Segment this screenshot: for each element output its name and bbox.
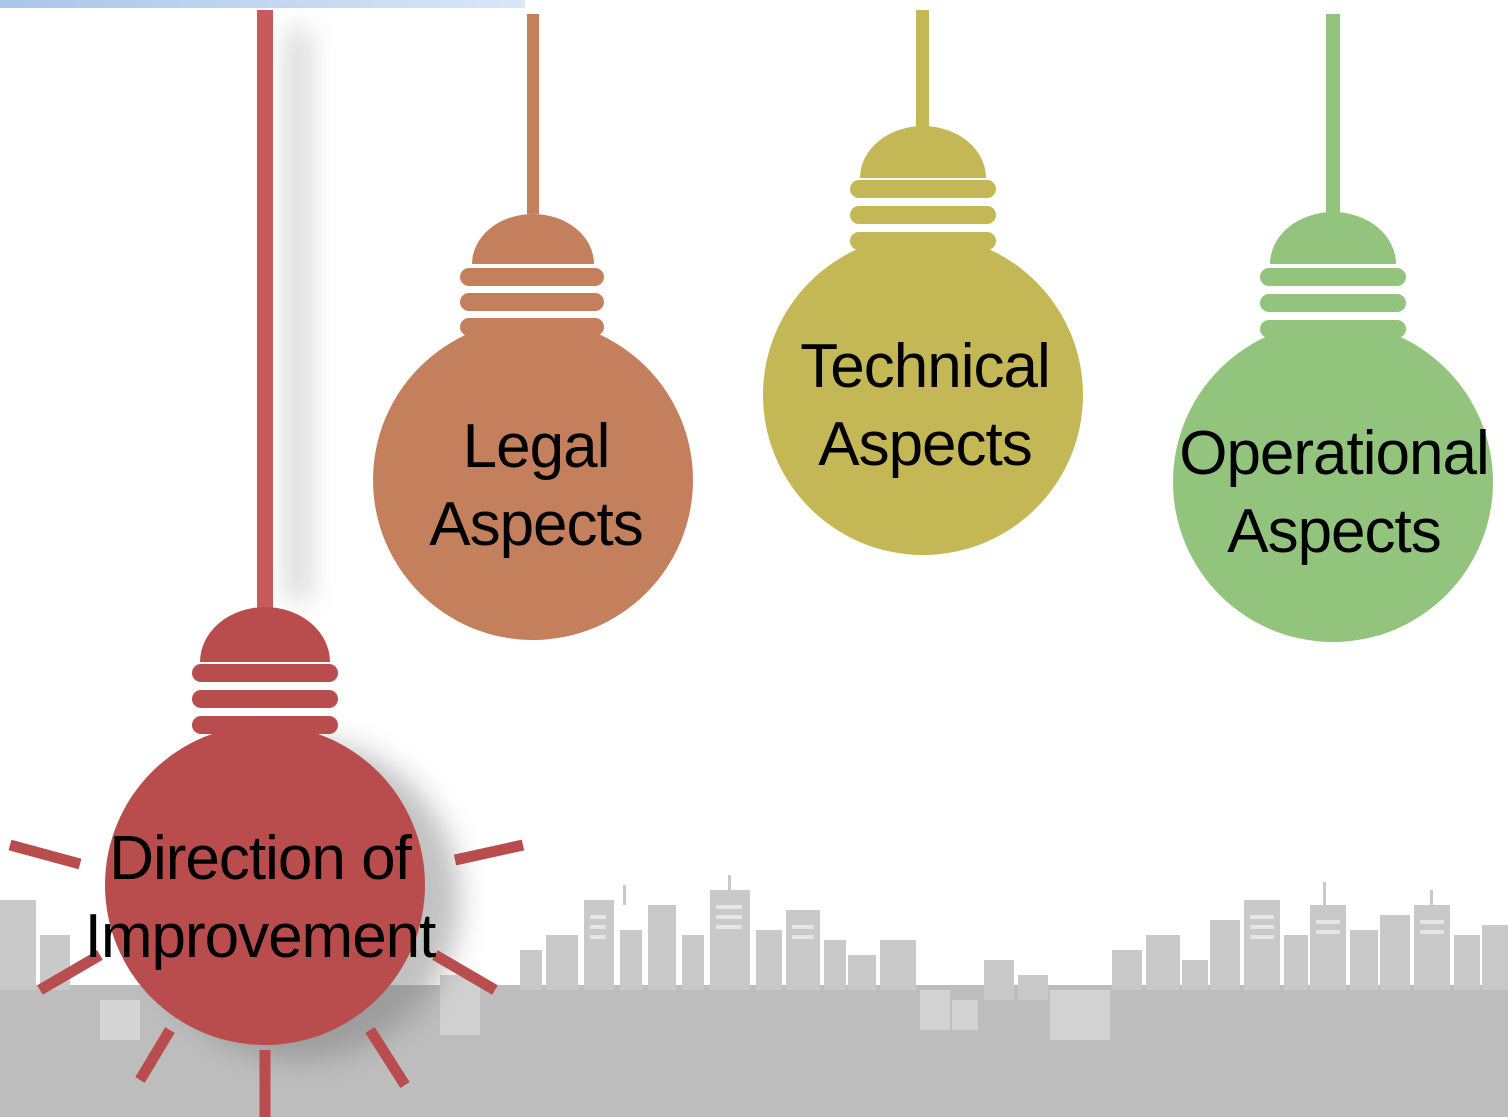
- bulb-operational: [1173, 14, 1493, 642]
- bulb-direction-ring-1: [192, 664, 338, 682]
- label-technical-aspects: Technical Aspects: [760, 328, 1090, 484]
- label-operational-line-1: Operational: [1179, 419, 1490, 488]
- bulb-legal-globe: [373, 320, 693, 640]
- label-direction-line-2: Improvement: [84, 902, 437, 971]
- bulb-operational-ring-2: [1260, 294, 1406, 312]
- bulb-legal: [373, 14, 693, 640]
- bulb-direction-globe: [105, 725, 425, 1045]
- label-direction-of-improvement: Direction of Improvement: [40, 820, 480, 976]
- bulb-technical-cord: [916, 10, 929, 130]
- bulb-direction-cap: [200, 607, 330, 662]
- label-legal-aspects: Legal Aspects: [386, 408, 686, 564]
- bulb-operational-cap: [1270, 212, 1396, 264]
- bulb-legal-cap: [472, 214, 594, 264]
- bulb-technical: [763, 10, 1083, 555]
- bulb-technical-ring-1: [850, 180, 996, 198]
- bulb-direction-ring-2: [192, 690, 338, 708]
- bulb-operational-globe: [1173, 322, 1493, 642]
- bulb-operational-ring-1: [1260, 268, 1406, 286]
- label-legal-line-2: Aspects: [429, 490, 644, 559]
- label-direction-line-1: Direction of: [109, 824, 412, 893]
- skyline-windows: [590, 905, 1444, 939]
- bulb-direction: [8, 10, 525, 1117]
- label-legal-line-1: Legal: [462, 412, 611, 481]
- bulb-legal-cord: [527, 14, 539, 214]
- bulb-technical-cap: [860, 126, 986, 178]
- bulb-technical-globe: [763, 235, 1083, 555]
- bulb-legal-ring-2: [460, 293, 604, 311]
- bulb-operational-cord: [1326, 14, 1340, 219]
- bulb-legal-ring-1: [460, 268, 604, 286]
- bulb-direction-rays: [8, 839, 525, 1117]
- label-technical-line-2: Aspects: [818, 410, 1033, 479]
- top-decor-strip: [0, 0, 525, 8]
- label-operational-line-2: Aspects: [1227, 497, 1442, 566]
- label-operational-aspects: Operational Aspects: [1160, 415, 1508, 571]
- label-technical-line-1: Technical: [800, 332, 1050, 401]
- bulb-technical-ring-2: [850, 206, 996, 224]
- bulb-direction-cord: [257, 10, 273, 610]
